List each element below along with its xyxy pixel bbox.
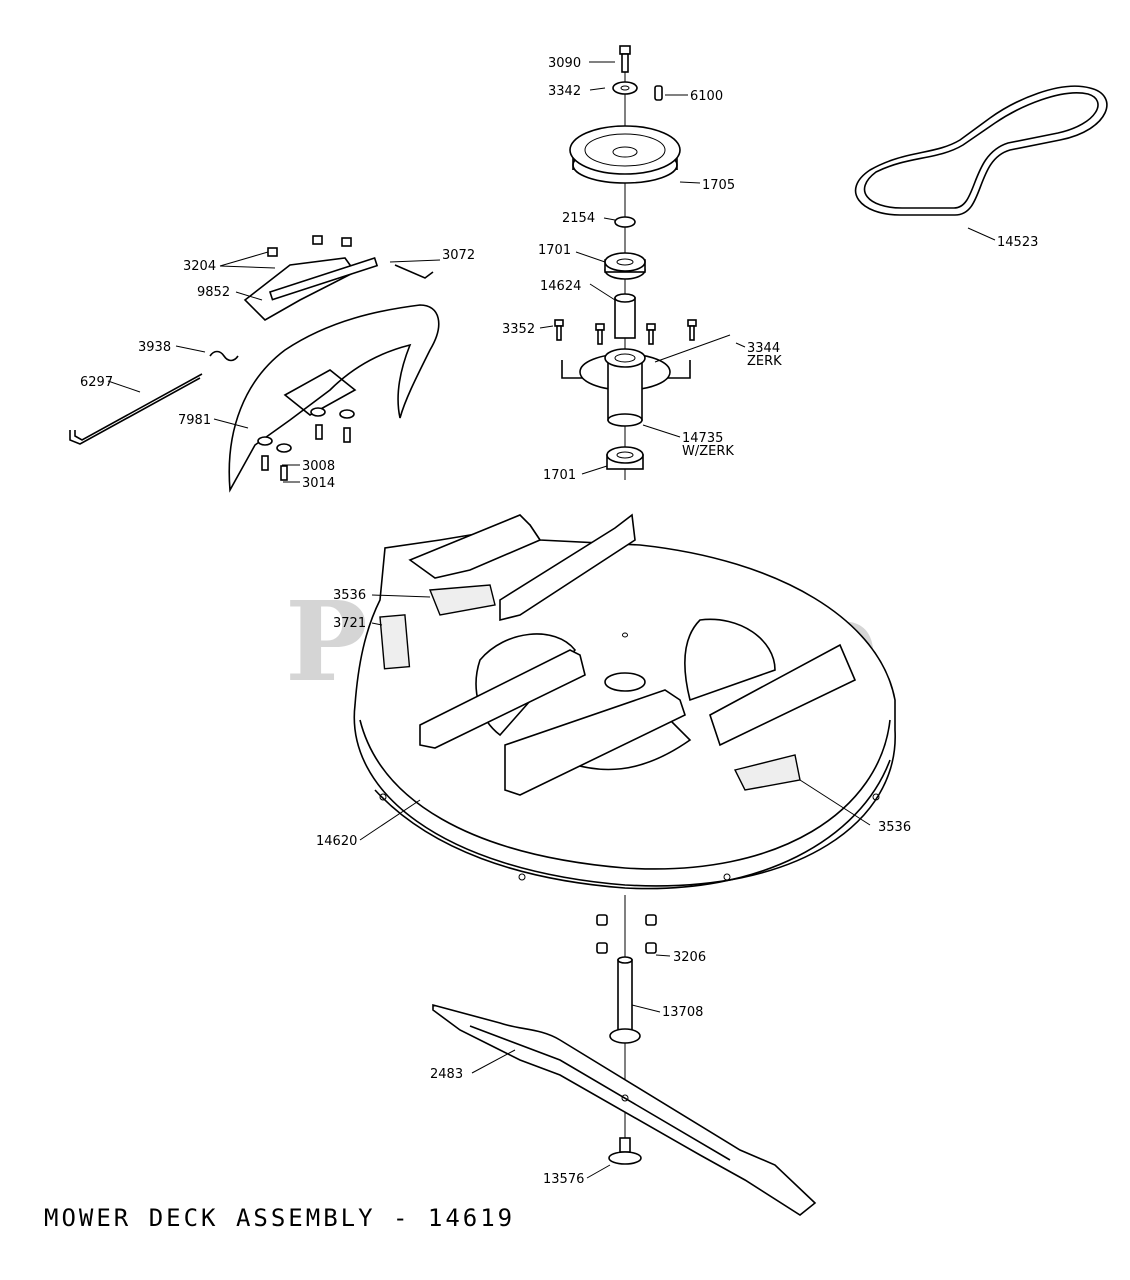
label-3352: 3352 <box>502 322 535 337</box>
label-3938: 3938 <box>138 340 171 355</box>
diagram-title: MOWER DECK ASSEMBLY - 14619 <box>44 1204 515 1232</box>
label-3342: 3342 <box>548 84 581 99</box>
label-3536-top: 3536 <box>333 588 366 603</box>
label-13708: 13708 <box>662 1005 703 1020</box>
spindle-stack <box>554 45 731 480</box>
label-w-zerk: W/ZERK <box>682 444 734 459</box>
label-3072: 3072 <box>442 248 475 263</box>
label-14624: 14624 <box>540 279 581 294</box>
label-6297: 6297 <box>80 375 113 390</box>
label-9852: 9852 <box>197 285 230 300</box>
label-14620: 14620 <box>316 834 357 849</box>
label-3536-bottom: 3536 <box>878 820 911 835</box>
label-14735: 14735 <box>682 431 723 446</box>
label-7981: 7981 <box>178 413 211 428</box>
belt-cover-assembly <box>69 235 440 493</box>
label-zerk: ZERK <box>747 354 782 369</box>
label-1701-bottom: 1701 <box>543 468 576 483</box>
label-3206: 3206 <box>673 950 706 965</box>
label-14523: 14523 <box>997 235 1038 250</box>
label-1705: 1705 <box>702 178 735 193</box>
label-1701-top: 1701 <box>538 243 571 258</box>
label-3090: 3090 <box>548 56 581 71</box>
blade-assembly <box>432 895 817 1216</box>
label-6100: 6100 <box>690 89 723 104</box>
label-13576: 13576 <box>543 1172 584 1187</box>
label-3008: 3008 <box>302 459 335 474</box>
leader-lines <box>107 61 996 1179</box>
label-2154: 2154 <box>562 211 595 226</box>
drive-belt <box>854 85 1108 216</box>
mower-deck <box>353 513 896 890</box>
label-3204: 3204 <box>183 259 216 274</box>
label-3344: 3344 <box>747 341 780 356</box>
label-2483: 2483 <box>430 1067 463 1082</box>
label-3721: 3721 <box>333 616 366 631</box>
label-3014: 3014 <box>302 476 335 491</box>
